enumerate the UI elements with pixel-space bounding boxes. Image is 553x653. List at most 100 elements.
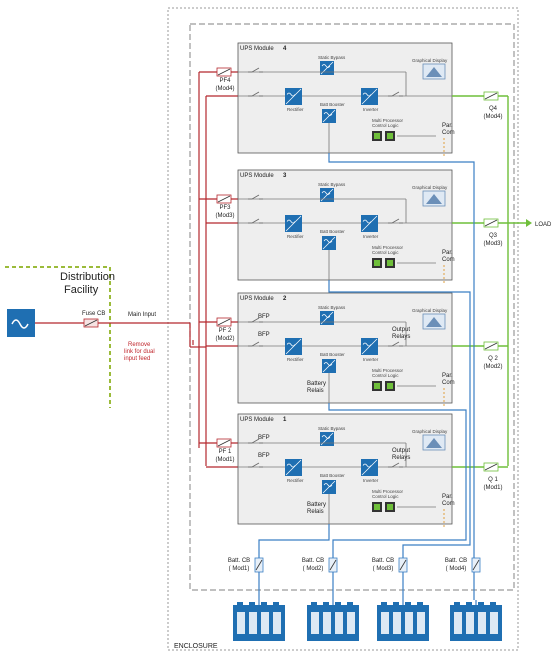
mp-label-line1: Multi Processor xyxy=(372,118,404,123)
graphical-display-icon xyxy=(422,190,446,207)
module-number: 1 xyxy=(283,417,287,423)
mp-label-line2: Control Logic xyxy=(372,250,399,255)
battery-relays-label-line2: Relais xyxy=(307,509,324,515)
q-label-line2: (Mod2) xyxy=(483,364,502,370)
bypass-switch-icon xyxy=(248,67,263,73)
battery-line xyxy=(328,280,471,600)
batt-cb-label-line2: ( Mod1) xyxy=(229,566,250,572)
pf-label-line1: PF 2 xyxy=(219,328,232,334)
enclosure-inner-border xyxy=(189,23,515,591)
battery-line xyxy=(328,153,475,600)
input-bus xyxy=(189,72,207,466)
rectifier-label: Rectifier xyxy=(287,107,304,112)
battery-icon xyxy=(307,602,359,641)
output-switch-icon xyxy=(388,462,403,468)
pf-label-line2: (Mod4) xyxy=(215,86,234,92)
q-label-line1: Q 1 xyxy=(488,477,498,483)
inverter-label: Inverter xyxy=(363,234,379,239)
inverter-icon xyxy=(361,88,378,105)
batt-cb-label-line2: ( Mod4) xyxy=(446,566,467,572)
note-line1: Remove xyxy=(128,342,151,348)
battery-chain-mod1: Batt. CB ( Mod1) xyxy=(228,524,330,641)
rectifier-icon xyxy=(285,459,302,476)
pf-breaker-icon xyxy=(216,194,232,204)
pf-label-line1: PF 1 xyxy=(219,449,232,455)
inverter-label: Inverter xyxy=(363,478,379,483)
graphical-display-label: Graphical Display xyxy=(412,429,448,434)
input-switch-icon xyxy=(248,341,263,347)
output-relays-label-line2: Relays xyxy=(392,334,410,340)
pf-label-line2: (Mod1) xyxy=(215,457,234,463)
batt-cb-label-line2: ( Mod2) xyxy=(303,566,324,572)
input-switch-icon xyxy=(248,462,263,468)
pf-label-line2: (Mod3) xyxy=(215,213,234,219)
batt-booster-icon xyxy=(322,109,336,123)
bfp-label-top: BFP xyxy=(258,435,270,441)
graphical-display-icon xyxy=(422,434,446,451)
rectifier-icon xyxy=(285,338,302,355)
distribution-title-line2: Facility xyxy=(64,284,99,296)
inverter-icon xyxy=(361,459,378,476)
output-relays-label-line1: Output xyxy=(392,327,410,333)
batt-booster-label: Batt Booster xyxy=(320,473,345,478)
com-label: Com xyxy=(442,380,455,386)
inverter-label: Inverter xyxy=(363,357,379,362)
battery-relays-label-line1: Battery xyxy=(307,381,326,387)
bypass-switch-icon xyxy=(248,438,263,444)
note-line3: input feed xyxy=(124,356,150,362)
batt-cb-breaker-icon xyxy=(398,557,408,573)
inverter-label: Inverter xyxy=(363,107,379,112)
batt-cb-label-line1: Batt. CB xyxy=(445,558,467,564)
module-box xyxy=(237,42,453,154)
distribution-title-line1: Distribution xyxy=(60,271,115,283)
batt-booster-icon xyxy=(322,236,336,250)
multi-processor-icon xyxy=(372,381,395,391)
batt-cb-breaker-icon xyxy=(254,557,264,573)
q-breaker-icon xyxy=(483,218,499,228)
mp-label-line2: Control Logic xyxy=(372,494,399,499)
inverter-icon xyxy=(361,215,378,232)
rectifier-label: Rectifier xyxy=(287,234,304,239)
q-label-line1: Q4 xyxy=(489,106,498,112)
battery-relays-label-line2: Relais xyxy=(307,388,324,394)
module-number: 2 xyxy=(283,296,287,302)
battery-icon xyxy=(233,602,285,641)
mp-label-line1: Multi Processor xyxy=(372,245,404,250)
multi-processor-icon xyxy=(372,131,395,141)
batt-booster-label: Batt Booster xyxy=(320,102,345,107)
battery-icon xyxy=(377,602,429,641)
batt-cb-label-line1: Batt. CB xyxy=(302,558,324,564)
distribution-facility-border xyxy=(5,266,111,408)
com-label: Com xyxy=(442,130,455,136)
graphical-display-icon xyxy=(422,63,446,80)
graphical-display-label: Graphical Display xyxy=(412,58,448,63)
rectifier-label: Rectifier xyxy=(287,478,304,483)
pf-breaker-icon xyxy=(216,438,232,448)
pf-breaker-icon xyxy=(216,317,232,327)
bypass-switch-icon xyxy=(248,194,263,200)
batt-booster-label: Batt Booster xyxy=(320,352,345,357)
batt-cb-label-line1: Batt. CB xyxy=(372,558,394,564)
graphical-display-icon xyxy=(422,313,446,330)
q-label-line2: (Mod4) xyxy=(483,114,502,120)
mp-label-line2: Control Logic xyxy=(372,373,399,378)
module-title: UPS Module xyxy=(240,173,274,179)
q-label-line1: Q3 xyxy=(489,233,498,239)
input-switch-icon xyxy=(248,91,263,97)
mp-label-line1: Multi Processor xyxy=(372,368,404,373)
bfp-label-bottom: BFP xyxy=(258,453,270,459)
static-bypass-icon xyxy=(320,311,334,325)
static-bypass-icon xyxy=(320,61,334,75)
batt-booster-icon xyxy=(322,359,336,373)
q-breaker-icon xyxy=(483,462,499,472)
battery-chain-mod3: Batt. CB( Mod3) xyxy=(328,280,471,641)
output-switch-icon xyxy=(388,91,403,97)
par-label: Par. xyxy=(442,123,453,129)
q-breaker-icon xyxy=(483,341,499,351)
battery-icon xyxy=(450,602,502,641)
par-label: Par. xyxy=(442,250,453,256)
par-label: Par. xyxy=(442,373,453,379)
